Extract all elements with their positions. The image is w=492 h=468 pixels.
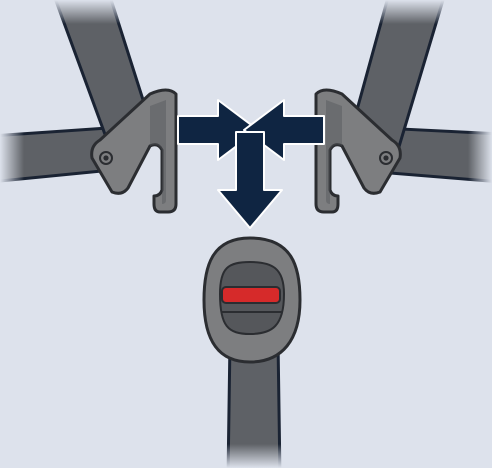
edge-fade-top [0,0,492,24]
arrow-center-to-buckle [217,131,283,229]
edge-fade-right [468,0,492,468]
left-buckle-tongue [90,88,178,214]
crotch-buckle [202,236,302,364]
release-button [221,286,281,304]
edge-fade-left [0,0,24,468]
edge-fade-bottom [0,444,492,468]
right-buckle-tongue [314,88,402,214]
